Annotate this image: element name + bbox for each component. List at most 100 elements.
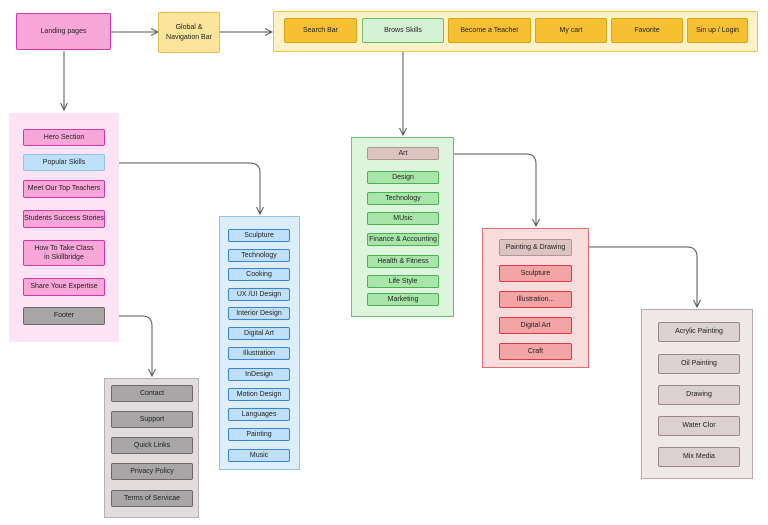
landing-pages-label: Landing pages: [40, 27, 87, 35]
category-art-label: Art: [398, 149, 408, 157]
skill-technology[interactable]: Technology: [228, 249, 290, 262]
painting-acrylic-label: Acrylic Painting: [675, 328, 723, 336]
section-how-to-take-class-label: How To Take Class in Skillbridge: [34, 244, 94, 261]
section-top-teachers-label: Meet Our Top Teachers: [27, 185, 101, 193]
nav-favorite-label: Favorite: [634, 26, 660, 34]
skill-digital-art[interactable]: Digital Art: [228, 327, 290, 340]
connector-painting-to-subcategories: [573, 246, 697, 307]
landing-pages-node[interactable]: Landing pages: [16, 13, 111, 50]
connector-popular-skills-to-skills: [105, 162, 260, 214]
nav-my-cart[interactable]: My cart: [535, 18, 607, 43]
skill-interior-design-label: Interior Design: [236, 309, 282, 317]
nav-signup-login-label: Sin up / Login: [696, 26, 739, 34]
section-success-stories[interactable]: Students Success Stories: [23, 210, 105, 228]
painting-oil[interactable]: Oil Painting: [658, 354, 740, 374]
nav-search-bar[interactable]: Search Bar: [284, 18, 357, 43]
section-how-to-take-class[interactable]: How To Take Class in Skillbridge: [23, 240, 105, 266]
painting-mix-media[interactable]: Mix Media: [658, 447, 740, 467]
footer-privacy-policy-label: Privacy Policy: [130, 467, 174, 475]
category-music[interactable]: MUsic: [367, 212, 439, 225]
category-health-fitness[interactable]: Health & Fitness: [367, 255, 439, 268]
art-painting-drawing[interactable]: Painting & Drawing: [499, 239, 572, 256]
skill-sculpture[interactable]: Sculpture: [228, 229, 290, 242]
section-footer[interactable]: Footer: [23, 307, 105, 325]
skill-technology-label: Technology: [241, 251, 277, 259]
category-technology-label: Technology: [385, 194, 421, 202]
art-craft-label: Craft: [527, 347, 544, 355]
painting-drawing-label: Drawing: [686, 391, 712, 399]
art-digital-art[interactable]: Digital Art: [499, 317, 572, 334]
nav-brows-skills-label: Brows Skills: [384, 26, 422, 34]
footer-contact[interactable]: Contact: [111, 385, 193, 402]
skill-music[interactable]: Music: [228, 449, 290, 462]
skill-illustration[interactable]: Illustration: [228, 347, 290, 360]
skill-cooking[interactable]: Cooking: [228, 268, 290, 281]
skill-motion-design[interactable]: Motion Design: [228, 388, 290, 401]
skill-cooking-label: Cooking: [246, 270, 272, 278]
painting-drawing[interactable]: Drawing: [658, 385, 740, 405]
art-painting-drawing-label: Painting & Drawing: [505, 243, 566, 251]
global-nav-label: Global & Navigation Bar: [166, 24, 212, 41]
section-share-expertise-label: Share Youe Expertise: [30, 283, 98, 291]
category-finance[interactable]: Finance & Accounting: [367, 233, 439, 246]
section-popular-skills[interactable]: Popular Skills: [23, 154, 105, 171]
art-sculpture-label: Sculpture: [520, 269, 551, 277]
skill-interior-design[interactable]: Interior Design: [228, 307, 290, 320]
art-illustration[interactable]: Illustration...: [499, 291, 572, 308]
skill-categories-panel: [351, 137, 454, 317]
nav-favorite[interactable]: Favorite: [611, 18, 683, 43]
painting-mix-media-label: Mix Media: [683, 453, 715, 461]
art-illustration-label: Illustration...: [516, 295, 555, 303]
category-finance-label: Finance & Accounting: [369, 235, 437, 243]
category-life-style[interactable]: Life Style: [367, 275, 439, 288]
nav-brows-skills[interactable]: Brows Skills: [362, 18, 444, 43]
art-craft[interactable]: Craft: [499, 343, 572, 360]
category-health-fitness-label: Health & Fitness: [377, 257, 429, 265]
art-sculpture[interactable]: Sculpture: [499, 265, 572, 282]
footer-privacy-policy[interactable]: Privacy Policy: [111, 463, 193, 480]
skill-languages[interactable]: Languages: [228, 408, 290, 421]
section-top-teachers[interactable]: Meet Our Top Teachers: [23, 180, 105, 198]
category-marketing-label: Marketing: [387, 295, 419, 303]
skill-painting[interactable]: Painting: [228, 428, 290, 441]
skill-indesign[interactable]: InDesign: [228, 368, 290, 381]
skill-digital-art-label: Digital Art: [244, 329, 274, 337]
category-art[interactable]: Art: [367, 147, 439, 160]
nav-signup-login[interactable]: Sin up / Login: [687, 18, 748, 43]
category-technology[interactable]: Technology: [367, 192, 439, 205]
skill-painting-label: Painting: [246, 430, 272, 438]
footer-support[interactable]: Support: [111, 411, 193, 428]
skill-illustration-label: Illustration: [243, 349, 275, 357]
category-marketing[interactable]: Marketing: [367, 293, 439, 306]
section-success-stories-label: Students Success Stories: [24, 215, 104, 223]
nav-become-teacher[interactable]: Become a Teacher: [448, 18, 531, 43]
category-design[interactable]: Design: [367, 171, 439, 184]
nav-search-bar-label: Search Bar: [302, 26, 339, 34]
connector-art-to-subcategories: [440, 153, 536, 226]
skill-music-label: Music: [249, 451, 269, 459]
section-hero[interactable]: Hero Section: [23, 129, 105, 146]
skill-ux-ui-design[interactable]: UX /UI Design: [228, 288, 290, 301]
connector-footer-to-links: [105, 315, 152, 376]
category-life-style-label: Life Style: [388, 277, 418, 285]
painting-acrylic[interactable]: Acrylic Painting: [658, 322, 740, 342]
skill-languages-label: Languages: [241, 410, 277, 418]
footer-support-label: Support: [139, 415, 165, 423]
skill-sculpture-label: Sculpture: [244, 231, 274, 239]
skill-indesign-label: InDesign: [245, 370, 273, 378]
global-nav-node[interactable]: Global & Navigation Bar: [158, 12, 220, 53]
painting-water-color[interactable]: Water Clor: [658, 416, 740, 436]
section-popular-skills-label: Popular Skills: [42, 158, 86, 166]
nav-my-cart-label: My cart: [559, 26, 583, 34]
footer-terms[interactable]: Terms of Servicae: [111, 490, 193, 507]
footer-quick-links[interactable]: Quick Links: [111, 437, 193, 454]
nav-become-teacher-label: Become a Teacher: [460, 26, 519, 34]
footer-quick-links-label: Quick Links: [133, 441, 171, 449]
section-share-expertise[interactable]: Share Youe Expertise: [23, 278, 105, 296]
footer-contact-label: Contact: [139, 389, 165, 397]
section-hero-label: Hero Section: [43, 133, 85, 141]
skill-motion-design-label: Motion Design: [236, 390, 282, 398]
painting-oil-label: Oil Painting: [681, 360, 717, 368]
footer-terms-label: Terms of Servicae: [123, 494, 181, 502]
